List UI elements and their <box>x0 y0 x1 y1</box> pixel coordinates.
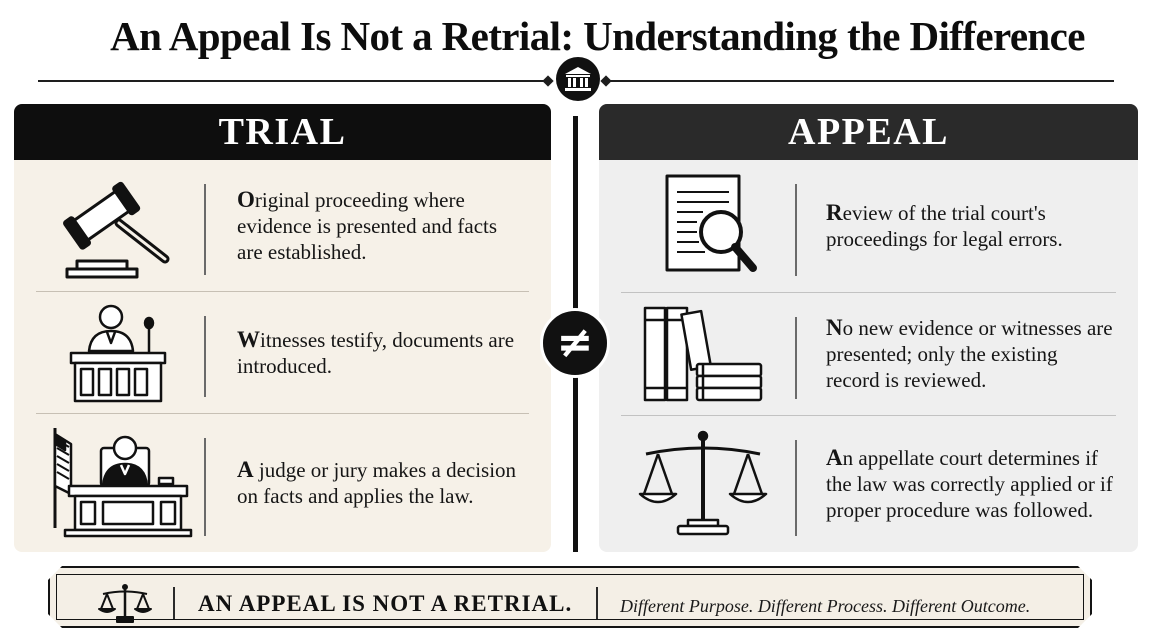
appeal-panel: APPEAL Review of the trial court's proce… <box>599 104 1138 552</box>
appeal-description-3: An appellate court determines if the law… <box>826 445 1113 522</box>
list-item: Original proceeding where evidence is pr… <box>14 160 551 291</box>
law-books-icon <box>623 293 783 415</box>
not-equal-symbol: ≠ <box>556 317 594 368</box>
title-rule-right <box>606 80 1114 82</box>
trial-heading: TRIAL <box>14 104 551 160</box>
trial-description-1: Original proceeding where evidence is pr… <box>237 186 498 264</box>
banner-headline: AN APPEAL IS NOT A RETRIAL. <box>198 591 573 616</box>
trial-panel: TRIAL Original proceeding where evidence… <box>14 104 551 552</box>
appeal-description-1: Review of the trial court's proceedings … <box>826 200 1063 251</box>
list-item: An appellate court determines if the law… <box>599 416 1138 552</box>
banner-tagline: Different Purpose. Different Process. Di… <box>620 596 1031 616</box>
gavel-icon <box>38 160 198 291</box>
judge-bench-icon <box>38 414 198 552</box>
list-item: Witnesses testify, documents are introdu… <box>14 292 551 413</box>
courthouse-icon <box>556 57 600 101</box>
trial-description-3: A judge or jury makes a decision on fact… <box>237 457 517 508</box>
scales-of-justice-icon <box>623 416 783 552</box>
appeal-heading: APPEAL <box>599 104 1138 160</box>
not-equal-icon: ≠ <box>540 308 610 378</box>
page-title: An Appeal Is Not a Retrial: Understandin… <box>110 13 1085 59</box>
witness-stand-icon <box>38 292 198 413</box>
scales-of-justice-icon <box>97 583 153 625</box>
summary-banner: AN APPEAL IS NOT A RETRIAL. Different Pu… <box>48 566 1092 628</box>
title-rule-left <box>38 80 548 82</box>
trial-description-2: Witnesses testify, documents are introdu… <box>237 326 515 378</box>
appeal-description-2: No new evidence or witnesses are present… <box>826 315 1113 392</box>
list-item: No new evidence or witnesses are present… <box>599 293 1138 415</box>
document-magnifier-icon <box>623 160 783 292</box>
list-item: A judge or jury makes a decision on fact… <box>14 414 551 552</box>
list-item: Review of the trial court's proceedings … <box>599 160 1138 292</box>
